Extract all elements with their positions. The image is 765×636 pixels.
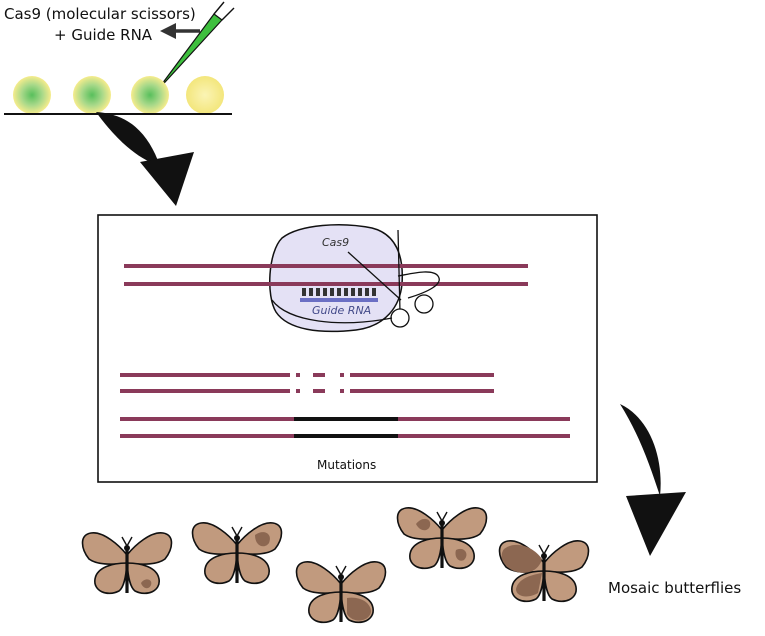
dna-strand-mutated bbox=[120, 417, 570, 438]
cas9-label: Cas9 bbox=[322, 236, 349, 249]
egg-uninjected bbox=[186, 76, 224, 114]
egg-injected-2 bbox=[73, 76, 111, 114]
mutations-label: Mutations bbox=[317, 458, 376, 472]
injection-label-line1: Cas9 (molecular scissors) bbox=[4, 5, 196, 23]
injection-arrow-icon bbox=[160, 23, 200, 39]
cas9-protein-blob bbox=[269, 224, 404, 333]
curved-arrow-icon bbox=[96, 112, 194, 206]
mosaic-patch bbox=[255, 532, 270, 547]
mosaic-patch bbox=[455, 548, 467, 561]
mosaic-patch bbox=[416, 518, 431, 531]
mosaic-patch bbox=[141, 579, 152, 589]
mosaic-patch bbox=[347, 597, 371, 621]
mosaic-patch bbox=[501, 544, 542, 573]
mosaic-butterflies-label: Mosaic butterflies bbox=[608, 579, 741, 597]
injection-label-line2: + Guide RNA bbox=[54, 26, 153, 44]
butterfly-icon bbox=[295, 561, 387, 624]
mosaic-patch bbox=[516, 573, 542, 597]
needle-icon bbox=[155, 1, 235, 93]
guide-rna-label: Guide RNA bbox=[312, 304, 371, 317]
dna-strand-cut bbox=[120, 373, 494, 393]
butterfly-icon bbox=[81, 532, 173, 595]
egg-injected-1 bbox=[13, 76, 51, 114]
butterfly-icon bbox=[396, 507, 488, 570]
butterfly-icon bbox=[498, 540, 590, 603]
guide-rna-sequence bbox=[300, 288, 378, 302]
dna-strand-intact bbox=[124, 264, 528, 286]
curved-arrow-icon bbox=[620, 404, 686, 556]
butterfly-icon bbox=[191, 522, 283, 585]
egg-injected-3 bbox=[131, 76, 169, 114]
egg-row bbox=[4, 76, 232, 115]
scissors-icon bbox=[271, 229, 440, 328]
